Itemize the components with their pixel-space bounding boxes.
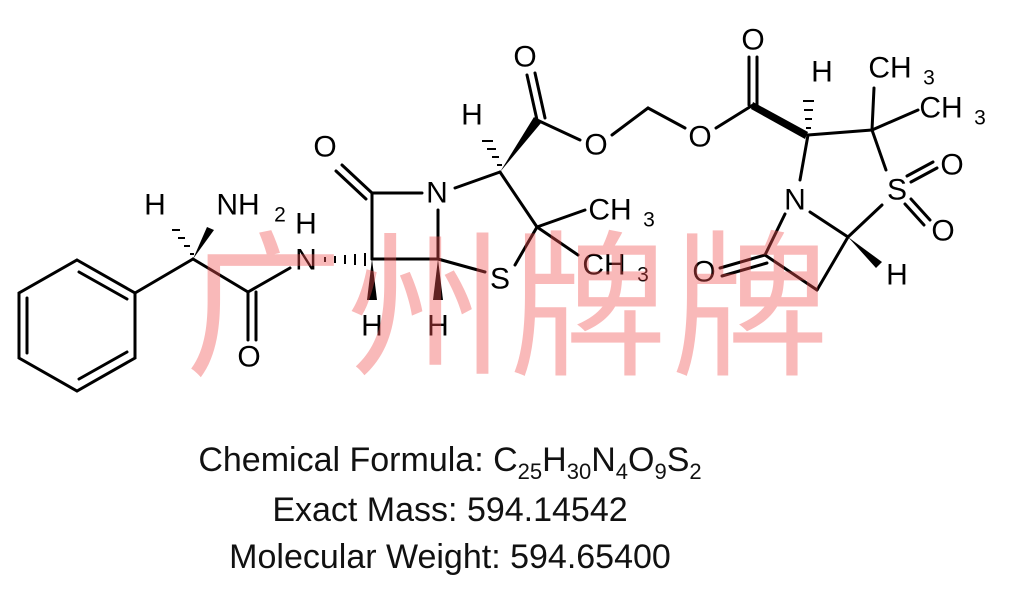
exact-mass-value: 594.14542 (466, 491, 628, 529)
atom-subscript: 3 (637, 264, 649, 287)
atom-h: H (361, 310, 383, 343)
atom-s: S (887, 174, 907, 207)
watermark: 广州牌牌 (185, 217, 833, 401)
atom-o: O (584, 129, 607, 162)
exact-mass-label: Exact Mass: (272, 491, 467, 529)
atom-ch3: CH (582, 249, 625, 282)
molecular-weight-value: 594.65400 (510, 538, 671, 576)
atom-h: H (144, 189, 166, 222)
bonds (133, 55, 939, 342)
atom-h: H (461, 99, 483, 132)
atom-o: O (931, 215, 954, 248)
atom-subscript: 3 (923, 67, 935, 90)
formula-subscript: 4 (615, 459, 628, 484)
atom-o: O (313, 131, 336, 164)
atom-o: O (692, 256, 715, 289)
atom-h: H (427, 310, 449, 343)
atom-ch3: CH (919, 92, 962, 125)
atom-n: N (784, 184, 806, 217)
atom-subscript: 2 (274, 204, 286, 227)
atom-o: O (741, 24, 764, 57)
exact-mass: Exact Mass: 594.14542 (0, 490, 900, 530)
atom-o: O (237, 341, 260, 374)
chemical-formula: Chemical Formula: C25H30N4O9S2 (0, 440, 900, 483)
atom-n: N (426, 177, 448, 210)
atom-o: O (513, 41, 536, 74)
formula-element: H (542, 441, 567, 479)
atom-s: S (490, 263, 510, 296)
formula-value: C25H30N4O9S2 (493, 441, 702, 483)
formula-label: Chemical Formula: (198, 441, 494, 479)
formula-element: N (591, 441, 616, 479)
formula-element: S (666, 441, 690, 479)
formula-subscript: 9 (654, 459, 667, 484)
atom-h: H (295, 208, 317, 241)
atom-subscript: 3 (643, 209, 655, 232)
formula-element: O (628, 441, 655, 479)
atom-o: O (688, 121, 711, 154)
formula-element: C (493, 441, 518, 479)
formula-subscript: 30 (566, 459, 592, 484)
atom-o: O (940, 149, 963, 182)
formula-subscript: 25 (517, 459, 543, 484)
atom-n: N (295, 244, 317, 277)
atom-ch3: CH (868, 52, 911, 85)
molecular-weight-label: Molecular Weight: (229, 538, 511, 576)
atom-ch3: CH (588, 194, 631, 227)
atom-h: H (811, 56, 833, 89)
benzene-ring (17, 258, 137, 393)
atom-labels: H NH 2 H N O O N H H S H CH 3 CH 3 O O O… (144, 24, 986, 374)
atom-subscript: 3 (974, 107, 986, 130)
atom-h: H (886, 259, 908, 292)
molecular-weight: Molecular Weight: 594.65400 (0, 537, 900, 577)
atom-nh2: NH (216, 189, 259, 222)
formula-subscript: 2 (689, 459, 702, 484)
